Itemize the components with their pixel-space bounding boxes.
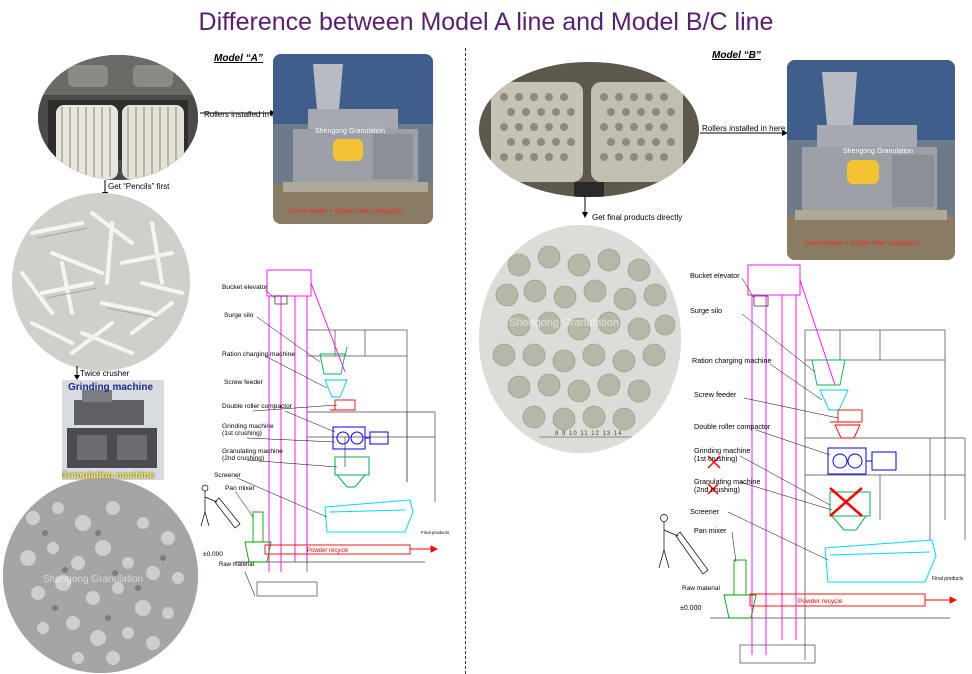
balls-photo: Shengong Granulation 8 9 10 11 12 13 14	[479, 225, 681, 453]
diagram-a-double-roller: Double roller compactor	[222, 403, 292, 410]
machine-brand-b: Shengong Granulation	[843, 148, 914, 155]
diagram-b-level: ±0.000	[680, 605, 701, 612]
granulating-machine-label: Granulating machine	[62, 470, 155, 480]
process-diagram-a: Raw material ±0.000 Powder recycle Final…	[200, 269, 450, 597]
diagram-a-granulating-2: (2nd crushing)	[222, 455, 265, 462]
process-diagram-b: Raw material ±0.000 Powder recycle Final…	[658, 264, 966, 664]
machine-photo-b: Shengong Granulation Screw feeder + doub…	[787, 60, 955, 260]
rollers-image-b	[479, 62, 699, 197]
diagram-b-grinding-2: (1st crushing)	[694, 454, 738, 463]
machine-caption-b: Screw feeder + double roller compactor	[805, 240, 919, 247]
crusher-photo: Grinding machine Granulating machine	[62, 380, 164, 480]
arrow-final	[582, 196, 588, 218]
diagram-a-surge-silo: Surge silo	[224, 312, 254, 319]
crusher-caption: Twice crusher	[80, 369, 130, 378]
center-divider	[465, 48, 466, 674]
machine-image-a	[273, 54, 433, 224]
balls-watermark: Shengong Granulation	[509, 317, 620, 329]
diagram-a-final-products: Final products	[421, 530, 450, 535]
diagram-a-grinding-2: (1st crushing)	[222, 430, 262, 437]
final-caption: Get final products directly	[592, 213, 683, 222]
pencils-image	[12, 193, 190, 371]
machine-caption-a: Screw feeder + double roller compactor	[289, 208, 403, 215]
rollers-caption-a: Rollers installed in here	[204, 110, 288, 119]
diagram-a-ration-charging: Ration charging machine	[222, 351, 295, 358]
rollers-photo-b	[479, 62, 699, 197]
diagram-a-screener: Screener	[214, 472, 241, 479]
crusher-image	[62, 380, 164, 480]
arrow-crusher	[74, 366, 80, 380]
diagram-b-granulating-2: (2nd crushing)	[694, 485, 740, 494]
diagram-b-double-roller: Double roller compactor	[694, 422, 771, 431]
granules-image	[3, 478, 198, 673]
machine-brand-a: Shengong Granulation	[315, 128, 386, 135]
diagram-a-bucket-elevator: Bucket elevator	[222, 284, 268, 291]
diagram-a-level: ±0.000	[203, 551, 223, 558]
diagram-b-screw-feeder: Screw feeder	[694, 390, 737, 399]
granules-photo: Shengong Granulation	[3, 478, 198, 673]
model-a-label: Model “A”	[214, 53, 263, 64]
diagram-a-granulating-1: Granulating machine	[222, 448, 283, 455]
rollers-photo-a	[38, 55, 198, 180]
page-title: Difference between Model A line and Mode…	[198, 8, 774, 36]
diagram-b-ration-charging: Ration charging machine	[692, 356, 772, 365]
diagram-a-screw-feeder: Screw feeder	[224, 379, 263, 386]
balls-ruler: 8 9 10 11 12 13 14	[555, 431, 623, 437]
diagram-a-grinding-1: Grinding machine	[222, 423, 274, 430]
diagram-b-final-products: Final products	[932, 576, 964, 582]
granules-watermark: Shengong Granulation	[43, 574, 144, 585]
diagram-a-powder-recycle: Powder recycle	[307, 548, 349, 554]
rollers-caption-b: Rollers installed in here	[702, 124, 786, 133]
machine-image-b	[787, 60, 955, 260]
diagram-b-powder-recycle: Powder recycle	[798, 598, 843, 605]
diagram-b-grinding-1: Grinding machine	[694, 446, 751, 455]
diagram-b-surge-silo: Surge silo	[690, 306, 722, 315]
diagram-b-granulating-1: Granulating machine	[694, 477, 761, 486]
pencils-photo	[12, 193, 190, 371]
granulating-cross	[829, 487, 863, 517]
pencils-caption: Get “Pencils” first	[108, 182, 170, 191]
diagram-b-pan-mixer: Pan mixer	[694, 526, 727, 535]
diagram-a-pan-mixer: Pan mixer	[225, 485, 255, 492]
arrow-rollers-b	[700, 130, 788, 136]
grinding-cross	[707, 455, 721, 495]
diagram-b-bucket-elevator: Bucket elevator	[690, 271, 740, 280]
model-b-label: Model “B”	[712, 50, 761, 61]
balls-image	[479, 225, 681, 453]
diagram-b-screener: Screener	[690, 507, 720, 516]
machine-photo-a: Shengong Granulation Screw feeder + doub…	[273, 54, 433, 224]
diagram-a-raw-material: Raw material	[219, 562, 254, 568]
rollers-image-a	[38, 55, 198, 180]
diagram-b-raw-material: Raw material	[682, 585, 720, 592]
grinding-machine-label: Grinding machine	[68, 382, 154, 393]
